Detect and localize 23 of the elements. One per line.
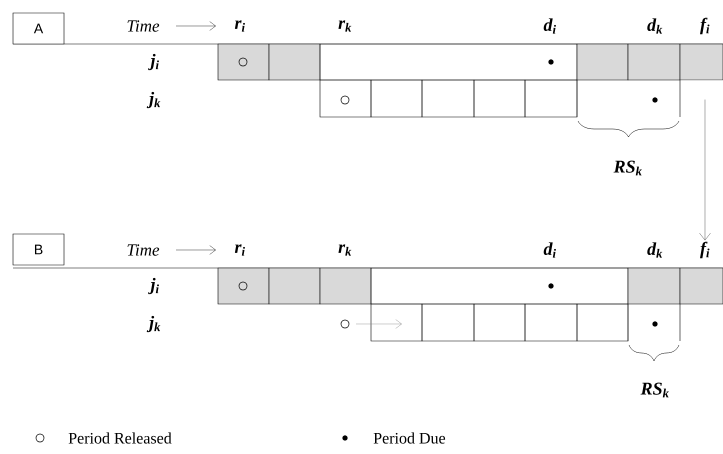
math-label: j$_{k}$ xyxy=(146,92,160,108)
panel-label-box: B xyxy=(12,234,64,266)
math-label: r$_{k}$ xyxy=(338,20,352,32)
math-label: d$_{i}$ xyxy=(544,18,556,34)
math-label: j$_{i}$ xyxy=(148,54,159,70)
time-label: Time xyxy=(128,20,160,32)
legend-text: Period Due xyxy=(374,432,446,444)
math-label: j$_{k}$ xyxy=(146,316,160,332)
math-label: d$_{k}$ xyxy=(647,242,662,258)
arrow xyxy=(699,99,711,240)
math-label: RS$_{k}$ xyxy=(640,382,669,398)
legend-text: Period Released xyxy=(68,432,172,444)
math-label: r$_{i}$ xyxy=(234,20,245,32)
math-label: f$_{i}$ xyxy=(700,18,710,34)
math-label: RS$_{k}$ xyxy=(614,160,642,176)
math-label: j$_{i}$ xyxy=(148,278,159,294)
math-label: r$_{k}$ xyxy=(338,244,352,256)
math-label: f$_{i}$ xyxy=(700,242,710,258)
math-label: d$_{k}$ xyxy=(647,18,662,34)
panel-label-box: A xyxy=(12,12,64,44)
math-label: r$_{i}$ xyxy=(234,244,245,256)
math-label: d$_{i}$ xyxy=(544,242,556,258)
time-label: Time xyxy=(128,244,160,256)
